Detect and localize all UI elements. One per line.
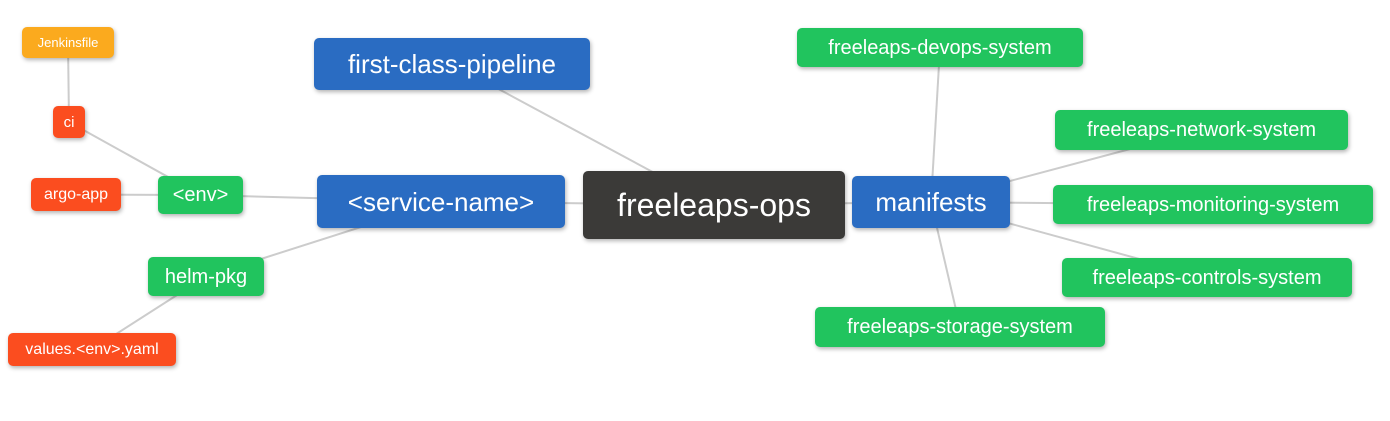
node-controls[interactable]: freeleaps-controls-system bbox=[1062, 258, 1352, 297]
node-values[interactable]: values.<env>.yaml bbox=[8, 333, 176, 366]
node-helm[interactable]: helm-pkg bbox=[148, 257, 264, 296]
node-argo[interactable]: argo-app bbox=[31, 178, 121, 211]
node-manifests[interactable]: manifests bbox=[852, 176, 1010, 228]
node-storage[interactable]: freeleaps-storage-system bbox=[815, 307, 1105, 347]
node-jenkinsfile[interactable]: Jenkinsfile bbox=[22, 27, 114, 58]
node-monitoring[interactable]: freeleaps-monitoring-system bbox=[1053, 185, 1373, 224]
node-network[interactable]: freeleaps-network-system bbox=[1055, 110, 1348, 150]
node-root[interactable]: freeleaps-ops bbox=[583, 171, 845, 239]
node-service[interactable]: <service-name> bbox=[317, 175, 565, 228]
node-ci[interactable]: ci bbox=[53, 106, 85, 138]
node-pipeline[interactable]: first-class-pipeline bbox=[314, 38, 590, 90]
node-env[interactable]: <env> bbox=[158, 176, 243, 214]
node-devops[interactable]: freeleaps-devops-system bbox=[797, 28, 1083, 67]
